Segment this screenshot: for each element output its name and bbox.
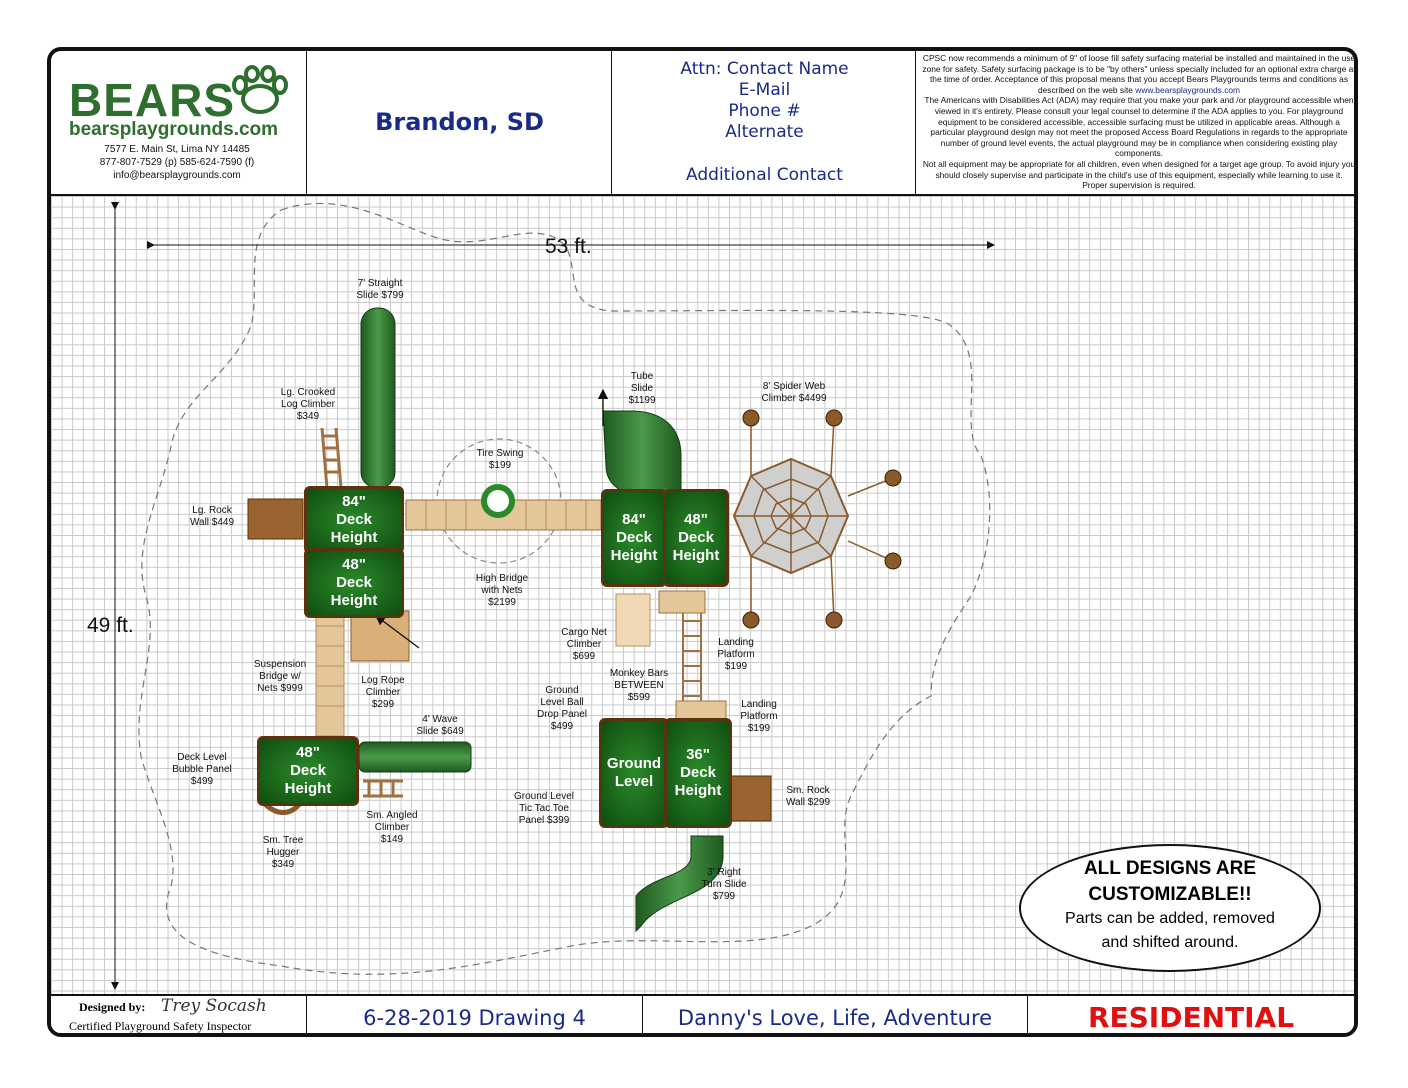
designer-name: Trey Socash — [161, 996, 267, 1016]
deck-84-left: 84" Deck Height — [304, 486, 404, 554]
disclaimer-text: CPSC now recommends a minimum of 9" of l… — [922, 53, 1356, 191]
spider-web-climber — [732, 409, 902, 629]
disclaimer-ada: The Americans with Disabilities Act (ADA… — [924, 95, 1354, 159]
company-phone: 877-807-7529 (p) 585-624-7590 (f) — [99, 157, 255, 168]
drawing-date: 6-28-2019 Drawing 4 — [307, 996, 643, 1033]
landing-platform-upper — [658, 590, 706, 614]
deck-84-right: 84" Deck Height — [601, 489, 667, 587]
label-tic-tac-toe: Ground Level Tic Tac Toe Panel $399 — [513, 791, 575, 826]
rock-wall-left — [247, 498, 304, 540]
tube-slide — [602, 410, 682, 497]
footer: Designed by: Trey Socash Certified Playg… — [51, 994, 1354, 1034]
right-turn-slide — [635, 835, 724, 933]
project-name: Danny's Love, Life, Adventure — [643, 996, 1028, 1033]
disclaimer-block: CPSC now recommends a minimum of 9" of l… — [916, 51, 1354, 194]
height-dimension: 49 ft. — [87, 614, 134, 637]
label-landing-platform-upper: Landing Platform $199 — [717, 637, 755, 672]
plan-grid: 84" Deck Height 48" Deck Height 48" Deck… — [51, 196, 1354, 1033]
disclaimer-surfacing: CPSC now recommends a minimum of 9" of l… — [922, 53, 1356, 95]
width-dimension: 53 ft. — [545, 235, 592, 258]
header: BEARS bearsplaygrounds.com 7577 E. Main … — [51, 51, 1354, 196]
deck-48-left: 48" Deck Height — [304, 548, 404, 618]
layout-diagram — [111, 202, 995, 990]
company-address: 7577 E. Main St, Lima NY 14485 — [104, 144, 250, 155]
label-tire-swing: Tire Swing $199 — [476, 448, 524, 471]
paw-icon — [232, 65, 288, 114]
label-angled-climber: Sm. Angled Climber $149 — [366, 810, 418, 845]
deck-36: 36" Deck Height — [664, 718, 732, 828]
monkey-bars — [682, 594, 702, 716]
drawing-frame: BEARS bearsplaygrounds.com 7577 E. Main … — [47, 47, 1358, 1037]
label-tube-slide: Tube Slide $1199 — [628, 371, 656, 406]
cargo-net-climber — [615, 593, 651, 647]
label-turn-slide: 3' Right Turn Slide $799 — [701, 867, 747, 902]
brand-logo: BEARS — [69, 74, 236, 126]
label-wave-slide: 4' Wave Slide $649 — [416, 714, 464, 737]
label-spider-web: 8' Spider Web Climber $4499 — [761, 381, 827, 404]
designed-by-label: Designed by: — [79, 1000, 146, 1014]
label-log-rope-climber: Log Rope Climber $299 — [361, 675, 405, 710]
label-rock-wall-left: Lg. Rock Wall $449 — [189, 505, 235, 528]
deck-48-right: 48" Deck Height — [663, 489, 729, 587]
label-monkey-bars: Monkey Bars BETWEEN $599 — [609, 668, 669, 703]
brand-website[interactable]: bearsplaygrounds.com — [69, 119, 279, 140]
contact-attn: Attn: Contact Name — [680, 59, 849, 79]
label-high-bridge: High Bridge with Nets $2199 — [475, 573, 529, 608]
deck-48-lower: 48" Deck Height — [257, 736, 359, 806]
rock-wall-right — [730, 775, 772, 822]
label-log-climber: Lg. Crooked Log Climber $349 — [280, 387, 336, 422]
project-location: Brandon, SD — [375, 108, 544, 136]
contact-additional: Additional Contact — [686, 165, 843, 185]
label-landing-platform-lower: Landing Platform $199 — [740, 699, 778, 734]
oval-body-1: Parts can be added, removed — [1065, 910, 1275, 927]
disclaimer-link[interactable]: www.bearsplaygrounds.com — [1135, 84, 1241, 95]
straight-slide — [360, 307, 396, 489]
label-ball-drop-panel: Ground Level Ball Drop Panel $499 — [536, 685, 588, 732]
deck-ground-level: Ground Level — [599, 718, 669, 828]
oval-title-1: ALL DESIGNS ARE — [1083, 858, 1257, 879]
label-suspension-bridge: Suspension Bridge w/ Nets $999 — [253, 659, 307, 694]
wave-slide — [358, 741, 472, 773]
label-tree-hugger: Sm. Tree Hugger $349 — [262, 835, 304, 870]
oval-title-2: CUSTOMIZABLE!! — [1088, 884, 1252, 905]
contact-phone: Phone # — [728, 101, 801, 121]
angled-climber — [363, 779, 403, 798]
location-block: Brandon, SD — [307, 51, 612, 194]
label-cargo-net: Cargo Net Climber $699 — [561, 627, 607, 662]
log-climber — [320, 427, 343, 489]
label-straight-slide: 7' Straight Slide $799 — [356, 278, 404, 301]
label-rock-wall-right: Sm. Rock Wall $299 — [785, 785, 831, 808]
company-email[interactable]: info@bearsplaygrounds.com — [113, 170, 241, 181]
designer-block: Designed by: Trey Socash Certified Playg… — [51, 996, 307, 1033]
contact-alternate: Alternate — [725, 122, 804, 142]
disclaimer-supervision: Not all equipment may be appropriate for… — [922, 158, 1356, 191]
project-type: RESIDENTIAL — [1087, 1001, 1295, 1034]
contact-email: E-Mail — [738, 80, 791, 100]
tire-swing — [481, 484, 515, 518]
designer-title: Certified Playground Safety Inspector — [69, 1019, 252, 1033]
label-bubble-panel: Deck Level Bubble Panel $499 — [172, 752, 232, 787]
oval-body-2: and shifted around. — [1101, 934, 1239, 951]
contact-block: Attn: Contact Name E-Mail Phone # Altern… — [612, 51, 916, 194]
customizable-callout: ALL DESIGNS ARE CUSTOMIZABLE!! Parts can… — [1019, 844, 1321, 972]
logo-block: BEARS bearsplaygrounds.com 7577 E. Main … — [51, 51, 307, 194]
